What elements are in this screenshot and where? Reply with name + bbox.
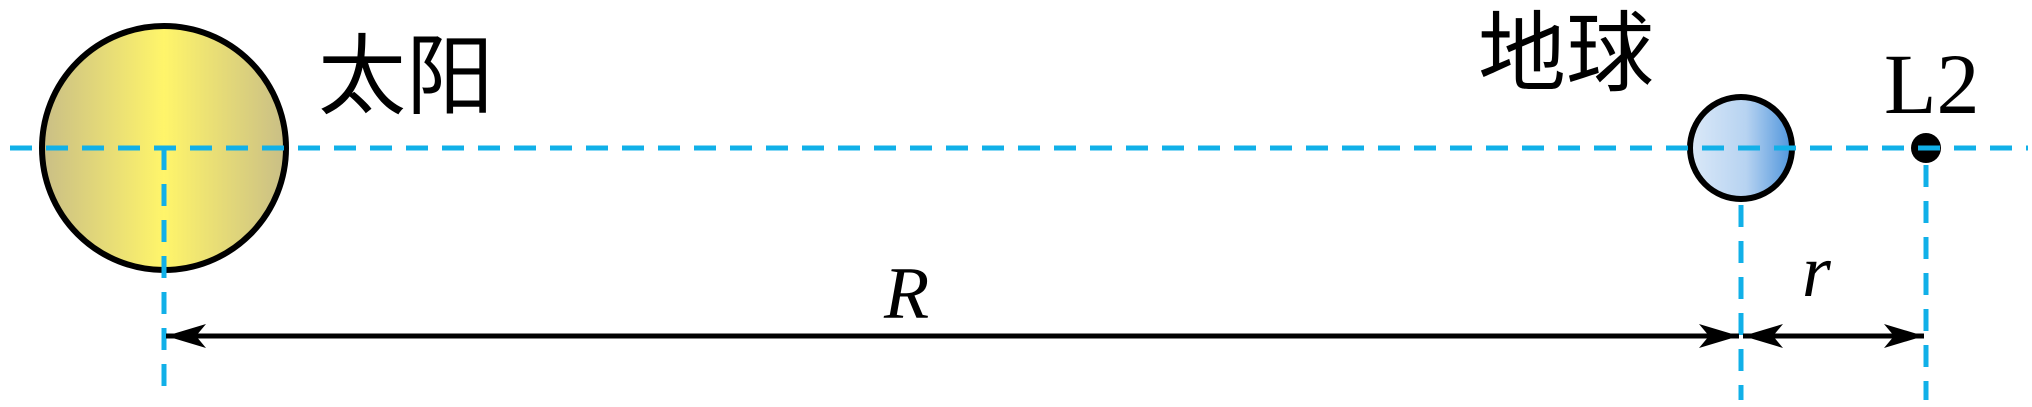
big-distance-label: R (883, 253, 929, 335)
earth-label: 地球 (1478, 2, 1654, 105)
l2-label: L2 (1884, 36, 1980, 132)
small-distance-label: r (1802, 231, 1832, 313)
sun-label: 太阳 (318, 25, 494, 128)
